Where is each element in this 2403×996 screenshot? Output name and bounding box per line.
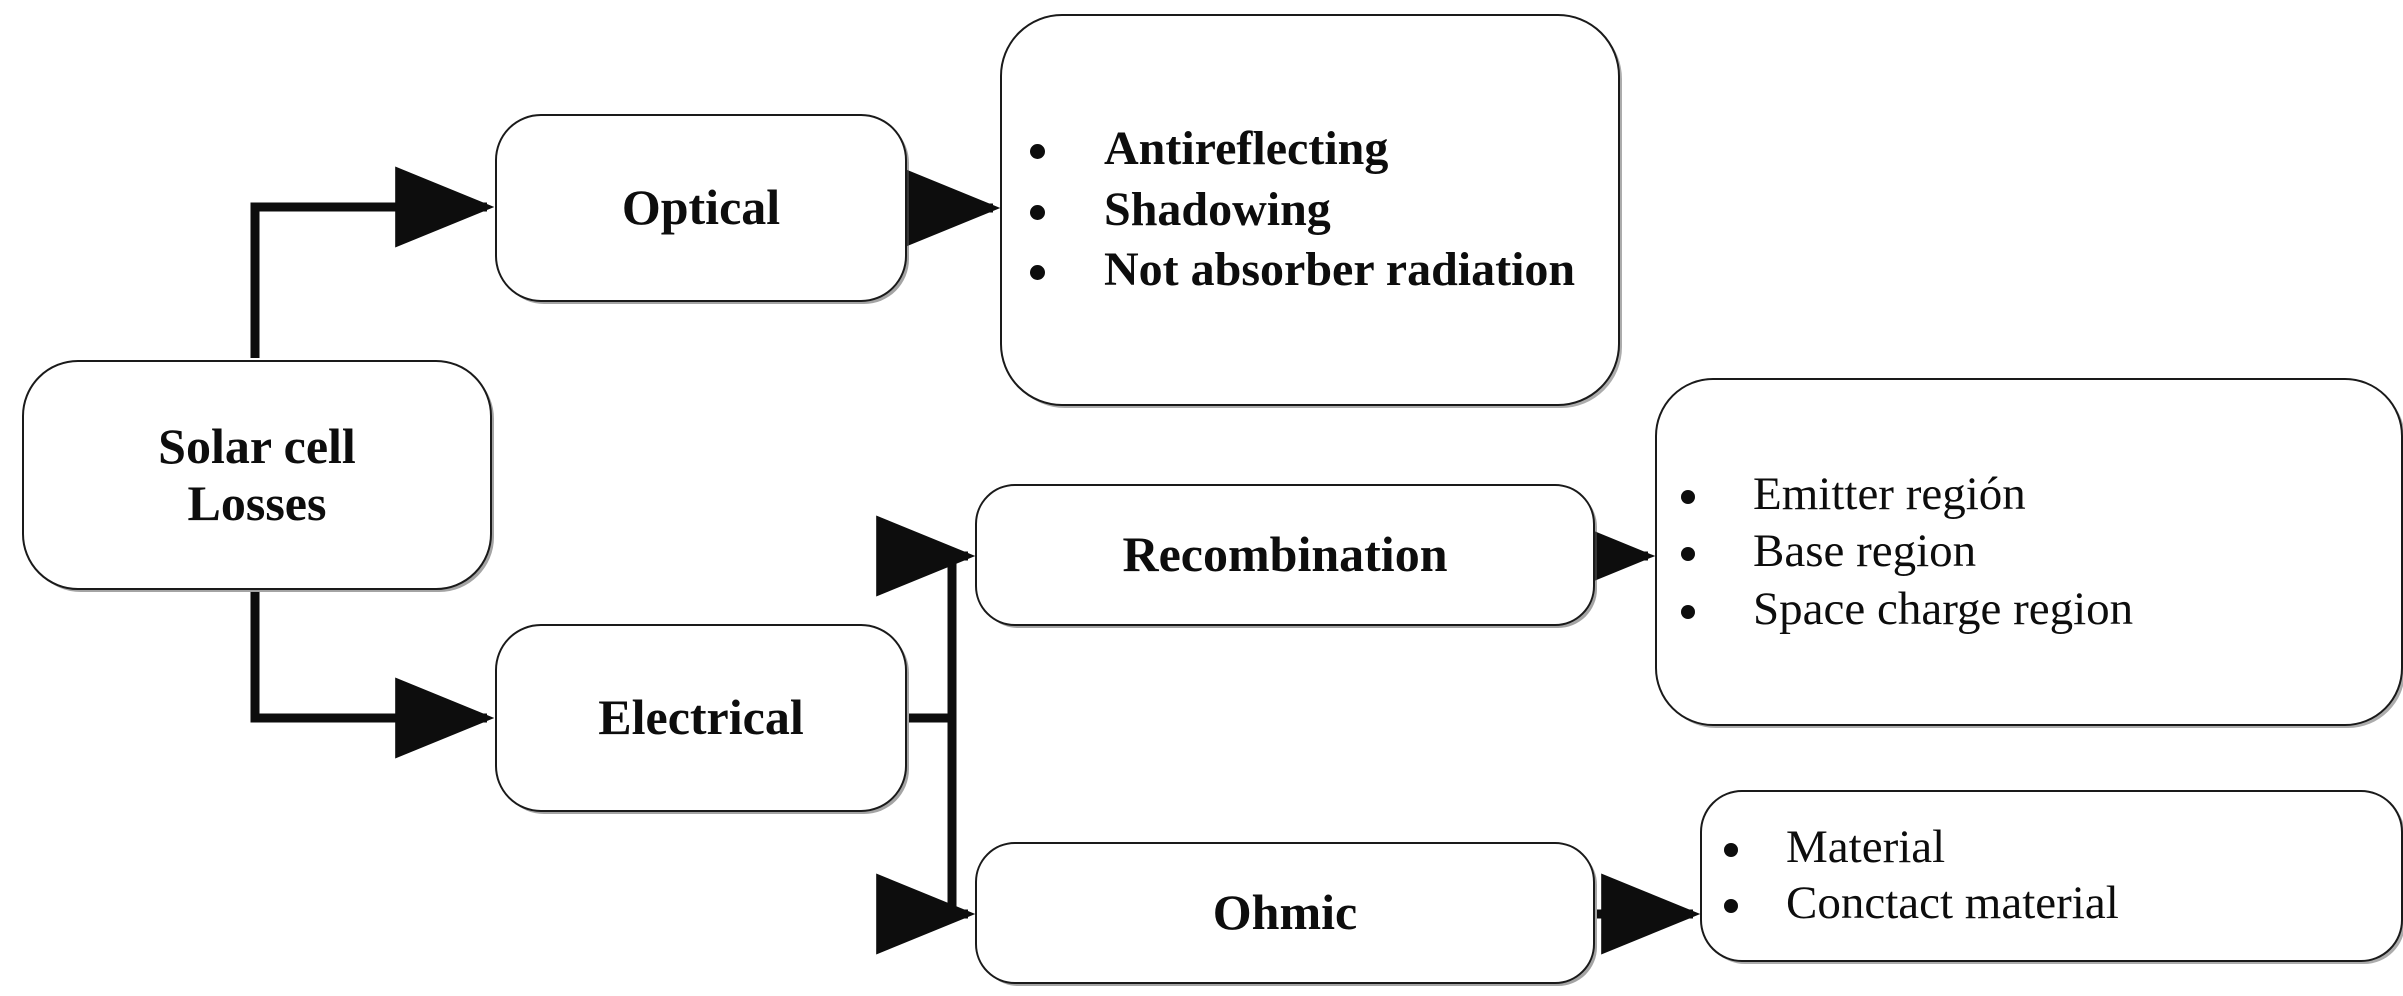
list-item: Base region [1681,525,2381,579]
recombination-details-list: Emitter región Base region Space charge … [1657,464,2401,641]
node-optical-details[interactable]: Antireflecting Shadowing Not absorber ra… [1000,14,1620,406]
connector-root-to-electrical [250,592,495,759]
bullet-dot-icon [1030,183,1104,220]
node-ohmic-details[interactable]: Material Conctact material [1700,790,2403,962]
ohmic-detail-text: Material [1786,821,1946,874]
list-item: Space charge region [1681,583,2381,637]
node-recombination-label: Recombination [1122,526,1448,583]
node-solar-cell-losses[interactable]: Solar cell Losses [22,360,492,590]
node-ohmic-label: Ohmic [1212,884,1358,941]
optical-detail-text: Shadowing [1104,182,1331,236]
bullet-dot-icon [1681,468,1753,504]
connector-electrical-split [876,515,976,955]
optical-detail-text: Antireflecting [1104,121,1389,175]
node-electrical[interactable]: Electrical [495,624,907,812]
recombination-detail-text: Emitter región [1753,467,2026,520]
node-electrical-label: Electrical [598,689,804,746]
node-recombination-details[interactable]: Emitter región Base region Space charge … [1655,378,2403,726]
ohmic-details-list: Material Conctact material [1702,819,2401,932]
list-item: Material [1724,821,2389,875]
bullet-dot-icon [1724,877,1786,913]
list-item: Emitter región [1681,468,2381,522]
ohmic-detail-text: Conctact material [1786,877,2119,929]
connector-root-to-optical [250,166,495,358]
bullet-dot-icon [1030,243,1104,280]
node-ohmic[interactable]: Ohmic [975,842,1595,984]
recombination-detail-text: Space charge region [1753,582,2134,635]
optical-details-list: Antireflecting Shadowing Not absorber ra… [1002,116,1618,304]
node-recombination[interactable]: Recombination [975,484,1595,626]
list-item: Antireflecting [1030,122,1594,177]
recombination-detail-text: Base region [1753,525,1977,578]
bullet-dot-icon [1681,525,1753,561]
node-optical-label: Optical [621,179,781,236]
bullet-dot-icon [1681,583,1753,619]
node-solar-cell-losses-label: Solar cell Losses [158,417,356,532]
list-item: Conctact material [1724,877,2389,931]
optical-detail-text: Not absorber radiation [1104,243,1576,297]
node-optical[interactable]: Optical [495,114,907,302]
bullet-dot-icon [1030,122,1104,159]
list-item: Shadowing [1030,183,1594,238]
list-item: Not absorber radiation [1030,243,1594,298]
bullet-dot-icon [1724,821,1786,857]
